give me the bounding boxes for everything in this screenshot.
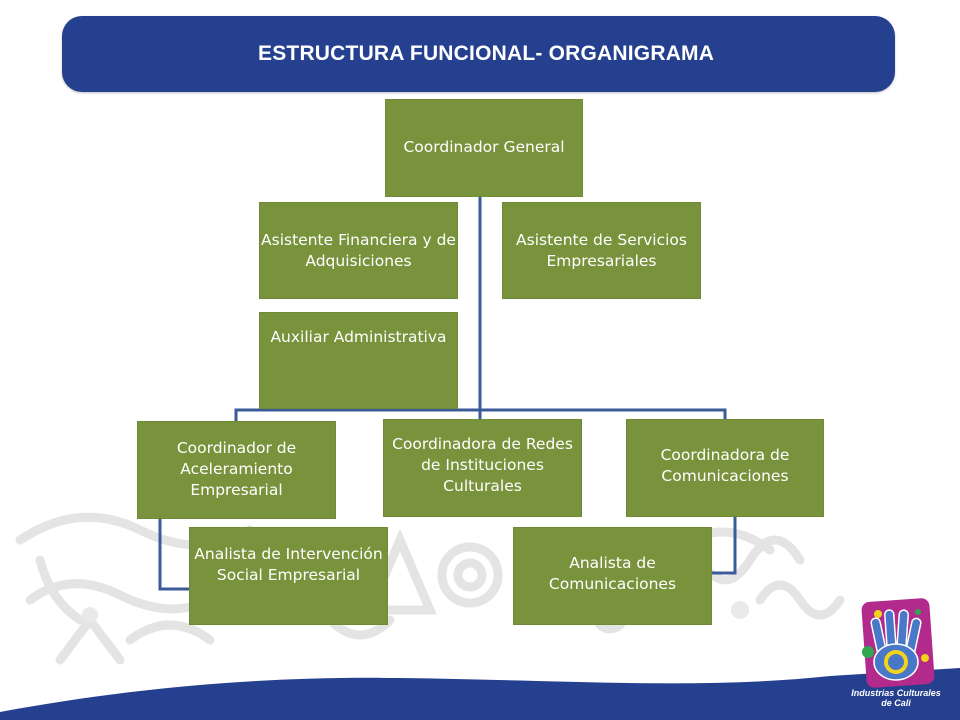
box-analista-intervencion-social: Analista de Intervención Social Empresar…: [189, 527, 388, 625]
box-auxiliar-administrativa: Auxiliar Administrativa: [259, 312, 458, 409]
title-bar: [62, 16, 895, 92]
box-coordinador-general: Coordinador General: [385, 99, 583, 197]
acelera-analista-line: [158, 519, 189, 591]
box-coordinador-general-label: Coordinador General: [403, 138, 565, 156]
box-analista-intervencion-social-label: Analista de Intervención Social Empresar…: [194, 545, 383, 584]
box-coordinadora-comunicaciones-label: Coordinadora de Comunicaciones: [660, 446, 790, 485]
box-asistente-servicios-label: Asistente de Servicios Empresariales: [516, 231, 687, 270]
box-coordinadora-comunicaciones: Coordinadora de Comunicaciones: [626, 419, 824, 517]
logo-text-line-2: de Cali: [881, 698, 911, 708]
box-coordinadora-redes: Coordinadora de Redes de Instituciones C…: [383, 419, 582, 517]
box-asistente-servicios: Asistente de Servicios Empresariales: [502, 202, 701, 299]
hand-icon: [861, 598, 935, 688]
logo-text-line-1: Industrias Culturales: [851, 688, 941, 698]
box-coordinador-aceleramiento: Coordinador de Aceleramiento Empresarial: [137, 421, 336, 519]
box-asistente-financiera: Asistente Financiera y de Adquisiciones: [259, 202, 458, 299]
box-auxiliar-administrativa-label: Auxiliar Administrativa: [270, 328, 447, 346]
comunicaciones-analista-line: [712, 517, 737, 575]
box-coordinador-aceleramiento-label: Coordinador de Aceleramiento Empresarial: [176, 439, 297, 499]
box-analista-comunicaciones-label: Analista de Comunicaciones: [548, 554, 677, 593]
box-analista-comunicaciones: Analista de Comunicaciones: [513, 527, 712, 625]
box-coordinadora-redes-label: Coordinadora de Redes de Instituciones C…: [392, 435, 573, 495]
page-title: ESTRUCTURA FUNCIONAL- ORGANIGRAMA: [258, 42, 715, 65]
box-asistente-financiera-label: Asistente Financiera y de Adquisiciones: [261, 231, 456, 270]
logo-text: Industrias Culturales de Cali: [838, 688, 954, 708]
